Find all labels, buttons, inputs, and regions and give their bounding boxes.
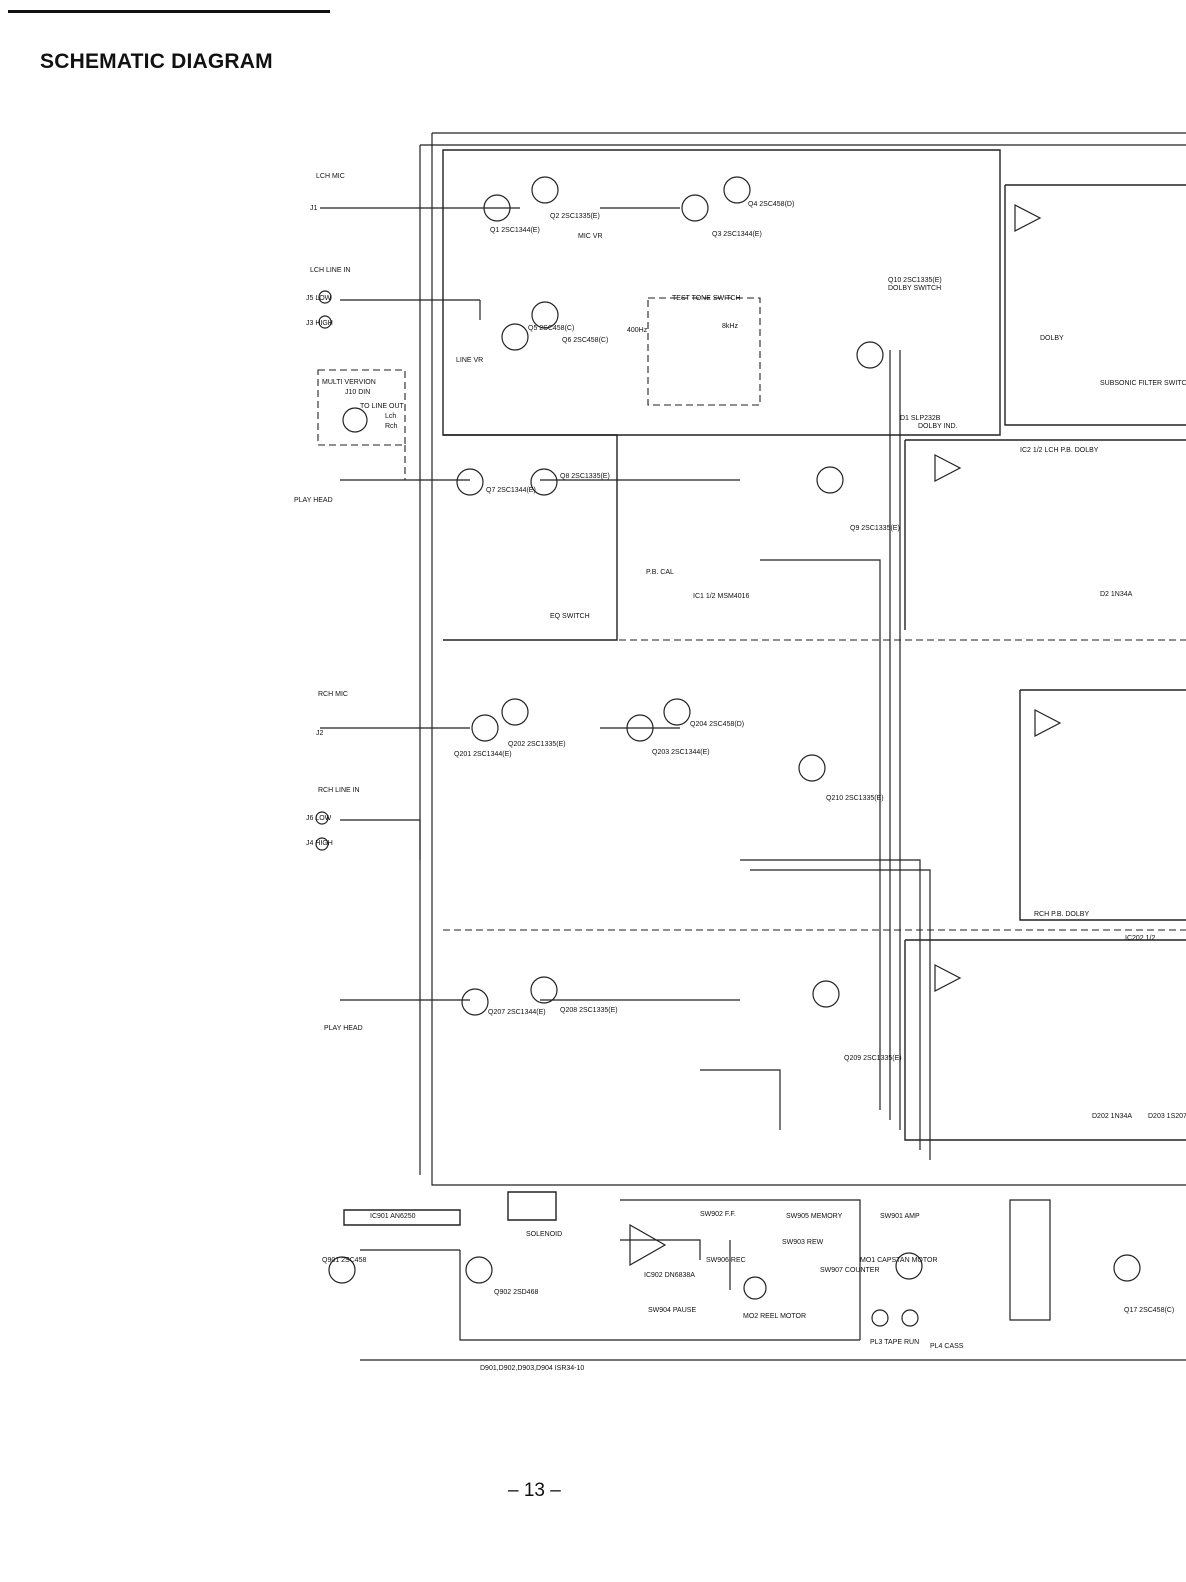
schematic-label: D1 SLP232B (900, 415, 941, 422)
schematic-label: EQ SWITCH (550, 613, 590, 620)
schematic-label: D202 1N34A (1092, 1113, 1132, 1120)
schematic-label: MO1 CAPSTAN MOTOR (860, 1257, 938, 1264)
schematic-label: SW902 F.F. (700, 1211, 736, 1218)
schematic-label: Q203 2SC1344(E) (652, 749, 710, 756)
schematic-label: Q5 2SC458(C) (528, 325, 574, 332)
schematic-label: RCH LINE IN (318, 787, 360, 794)
schematic-label: RCH P.B. DOLBY (1034, 911, 1089, 918)
top-rule (8, 10, 330, 13)
schematic-label: SW901 AMP (880, 1213, 920, 1220)
schematic-label: Q4 2SC458(D) (748, 201, 794, 208)
schematic-label: Q7 2SC1344(E) (486, 487, 536, 494)
schematic-label: IC1 1/2 MSM4016 (693, 593, 750, 600)
schematic-label: PL3 TAPE RUN (870, 1339, 919, 1346)
schematic-label: Q9 2SC1335(E) (850, 525, 900, 532)
schematic-label: SW905 MEMORY (786, 1213, 843, 1220)
schematic-label: J3 HIGH (306, 320, 333, 327)
schematic-label: PL4 CASS (930, 1343, 964, 1350)
schematic-label: PLAY HEAD (294, 497, 333, 504)
schematic-label: TEST TONE SWITCH (672, 295, 740, 302)
schematic-label: MO2 REEL MOTOR (743, 1313, 806, 1320)
schematic-label: Q210 2SC1335(E) (826, 795, 884, 802)
schematic-label: MULTI VERVION (322, 379, 376, 386)
schematic-label: Q8 2SC1335(E) (560, 473, 610, 480)
schematic-label: 400Hz (627, 327, 648, 334)
schematic-label: Q6 2SC458(C) (562, 337, 608, 344)
schematic-label: IC2 1/2 LCH P.B. DOLBY (1020, 447, 1099, 454)
page-title: SCHEMATIC DIAGRAM (40, 50, 273, 73)
schematic-label: Q17 2SC458(C) (1124, 1307, 1174, 1314)
schematic-label: SW906 REC (706, 1257, 746, 1264)
schematic-label: RCH MIC (318, 691, 348, 698)
schematic-label: Lch (385, 413, 396, 420)
schematic-label: LCH LINE IN (310, 267, 350, 274)
schematic-label: SW903 REW (782, 1239, 824, 1246)
schematic-label: Q207 2SC1344(E) (488, 1009, 546, 1016)
schematic-label: Rch (385, 423, 398, 430)
schematic-label: SW907 COUNTER (820, 1267, 880, 1274)
schematic-label: Q2 2SC1335(E) (550, 213, 600, 220)
schematic-label: J10 DIN (345, 389, 370, 396)
schematic-label: J4 HIGH (306, 840, 333, 847)
schematic-label: SUBSONIC FILTER SWITCH (1100, 380, 1186, 387)
schematic-label: IC901 AN6250 (370, 1213, 416, 1220)
schematic-label: IC902 DN6838A (644, 1272, 695, 1279)
schematic-label: Q208 2SC1335(E) (560, 1007, 618, 1014)
schematic-label: IC202 1/2 (1125, 935, 1155, 942)
schematic-label: SW904 PAUSE (648, 1307, 696, 1314)
schematic-label: 8kHz (722, 323, 738, 330)
schematic-label: D203 1S2076 (1148, 1113, 1186, 1120)
schematic-label: Q1 2SC1344(E) (490, 227, 540, 234)
schematic-label: LINE VR (456, 357, 483, 364)
schematic-label: P.B. CAL (646, 569, 674, 576)
schematic-wiring (315, 132, 1186, 1361)
schematic-label: Q201 2SC1344(E) (454, 751, 512, 758)
schematic-label: DOLBY (1040, 335, 1064, 342)
schematic-label: DOLBY SWITCH (888, 285, 941, 292)
schematic-label: Q902 2SD468 (494, 1289, 538, 1296)
schematic-label: Q901 2SC458 (322, 1257, 366, 1264)
page-number: – 13 – (508, 1480, 561, 1501)
schematic-label: Q204 2SC458(D) (690, 721, 744, 728)
schematic-label: SOLENOID (526, 1231, 562, 1238)
schematic-label: Q209 2SC1335(E) (844, 1055, 902, 1062)
schematic-label: J5 LOW (306, 295, 332, 302)
schematic-label: TO LINE OUT (360, 403, 405, 410)
schematic-label: J6 LOW (306, 815, 332, 822)
schematic-label: Q202 2SC1335(E) (508, 741, 566, 748)
schematic-label: J2 (316, 730, 324, 737)
schematic-label: MIC VR (578, 233, 603, 240)
schematic-label: Q3 2SC1344(E) (712, 231, 762, 238)
schematic-label: Q10 2SC1335(E) (888, 277, 942, 284)
schematic-label: DOLBY IND. (918, 423, 958, 430)
schematic-label: PLAY HEAD (324, 1025, 363, 1032)
schematic-label: D901,D902,D903,D904 ISR34-10 (480, 1365, 584, 1372)
schematic-label: D2 1N34A (1100, 591, 1133, 598)
schematic-label: J1 (310, 205, 318, 212)
schematic-label: LCH MIC (316, 173, 345, 180)
